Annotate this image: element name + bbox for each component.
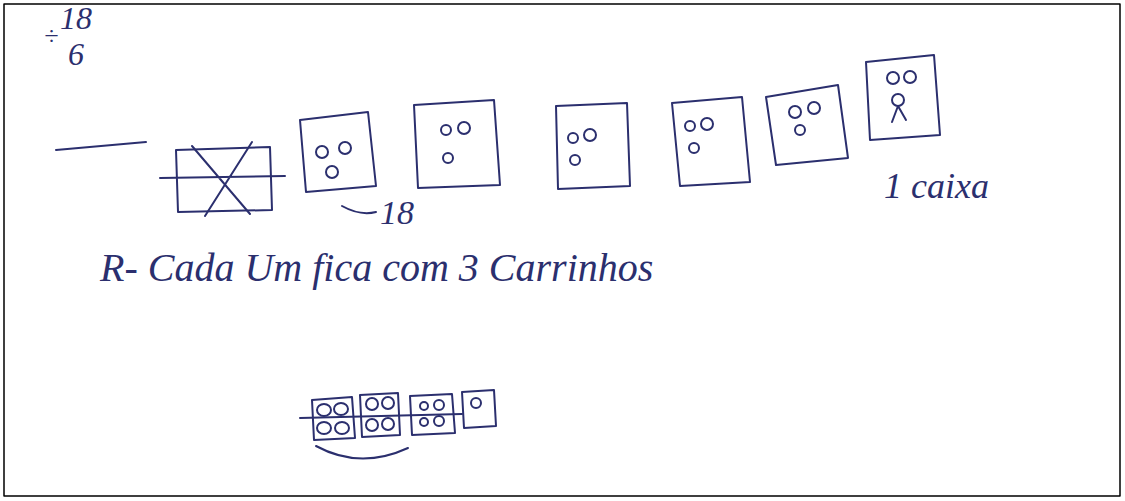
car-dots: [366, 397, 394, 431]
car-dots: [471, 398, 481, 408]
car-dots: [420, 400, 444, 426]
box-note: 1 caixa: [884, 168, 989, 204]
bracket: [316, 446, 408, 459]
crossed-box: [176, 147, 272, 212]
car-dots: [316, 142, 351, 178]
bracket: [342, 206, 376, 213]
box: [556, 103, 630, 189]
division-bar: [56, 142, 146, 150]
total-count: 18: [380, 196, 414, 230]
box: [414, 100, 500, 188]
box: [866, 55, 940, 140]
car-dots: [568, 129, 596, 165]
strike-line: [300, 414, 462, 418]
car-dots: [441, 122, 470, 163]
dividend: 18: [60, 2, 92, 34]
car-dots: [887, 71, 916, 122]
box: [462, 390, 496, 428]
divisor: 6: [68, 38, 84, 70]
car-dots: [317, 403, 349, 434]
box: [300, 112, 376, 192]
box: [672, 97, 750, 186]
box: [766, 85, 848, 165]
car-dots: [789, 102, 820, 135]
cross-marks: [160, 142, 285, 216]
frame: [4, 4, 1120, 496]
division-sign: ÷: [44, 24, 58, 50]
car-dots: [685, 118, 713, 153]
answer-text: R- Cada Um fica com 3 Carrinhos: [100, 248, 653, 288]
